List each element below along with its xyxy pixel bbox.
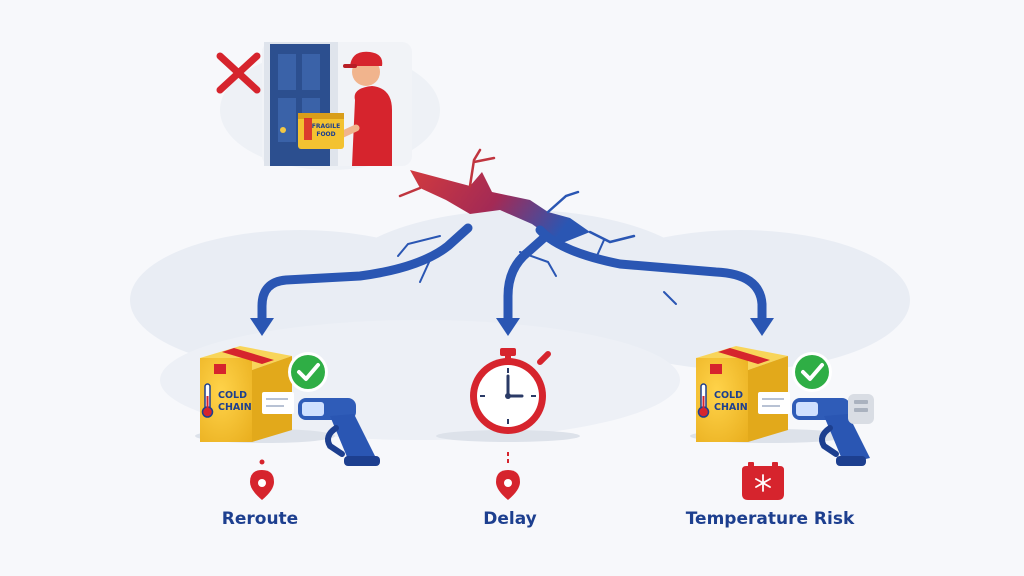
reroute-branch: COLD CHAIN: [195, 346, 380, 500]
arrow-delay: [503, 231, 551, 327]
delay-branch: [436, 348, 580, 500]
barcode-scanner-icon: [792, 398, 870, 466]
barcode-scanner-icon: [298, 398, 380, 466]
map-pin-icon: [496, 452, 520, 500]
arrowheads: [250, 318, 774, 336]
branch-label-delay: Delay: [483, 509, 537, 529]
doorstep-delivery-illustration: FRAGILE FOOD: [262, 42, 412, 166]
snowflake-icon: [742, 462, 784, 500]
map-pin-icon: [250, 459, 274, 500]
svg-text:FRAGILE: FRAGILE: [312, 123, 340, 130]
branch-label-temperature-risk: Temperature Risk: [685, 509, 855, 529]
arrow-reroute: [257, 223, 473, 327]
svg-text:CHAIN: CHAIN: [714, 402, 748, 413]
svg-text:COLD: COLD: [218, 390, 247, 401]
sensor-device: [848, 394, 874, 424]
branch-label-reroute: Reroute: [221, 509, 299, 529]
thermometer-icon: [697, 383, 710, 418]
check-icon: [792, 352, 832, 392]
courier: [326, 51, 392, 166]
temperature-risk-branch: COLD CHAIN: [690, 346, 874, 500]
doorstep-package: FRAGILE FOOD: [298, 113, 344, 149]
arrow-temperature: [535, 225, 767, 327]
branch-arrows: [257, 223, 767, 327]
svg-text:CHAIN: CHAIN: [218, 402, 252, 413]
failed-delivery-x-icon: [216, 52, 261, 94]
svg-text:FOOD: FOOD: [316, 131, 335, 138]
stopwatch-icon: [470, 348, 551, 434]
cold-chain-box: COLD CHAIN: [200, 346, 294, 442]
svg-text:COLD: COLD: [714, 390, 743, 401]
check-icon: [288, 352, 328, 392]
cold-chain-box: COLD CHAIN: [696, 346, 790, 442]
thermometer-icon: [201, 383, 214, 418]
